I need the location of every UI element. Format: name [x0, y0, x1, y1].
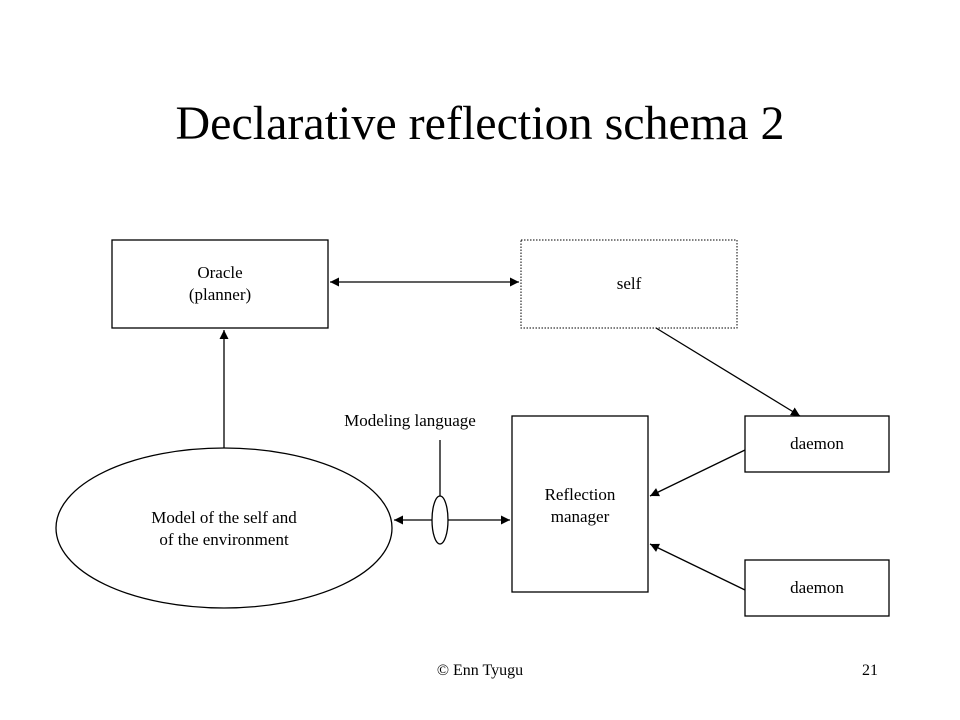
- modeling-language-connector: [431, 495, 449, 545]
- reflection-manager-line1: Reflection: [544, 485, 616, 504]
- oracle-label: Oracle (planner): [112, 262, 328, 306]
- oracle-label-line2: (planner): [188, 285, 252, 304]
- daemon-top-label: daemon: [790, 434, 844, 453]
- self-box: [520, 239, 738, 329]
- daemon-bottom-box: [744, 559, 890, 617]
- modeling-language-label: Modeling language: [344, 411, 476, 430]
- daemon-top-box: [744, 415, 890, 473]
- model-label-line2: of the environment: [159, 530, 289, 549]
- slide-title: Declarative reflection schema 2: [175, 97, 785, 150]
- oracle-box: [111, 239, 329, 329]
- footer-copyright: © Enn Tyugu: [436, 662, 524, 679]
- reflection-manager-line2: manager: [550, 507, 610, 526]
- daemon-bottom-label: daemon: [790, 578, 844, 597]
- model-label: Model of the self and of the environment: [84, 507, 364, 551]
- reflection-manager-label: Reflection manager: [512, 484, 648, 528]
- daemon-top-to-manager-arrow: [649, 449, 746, 497]
- model-label-line1: Model of the self and: [151, 508, 297, 527]
- daemon-bottom-to-manager-arrow: [649, 543, 746, 591]
- oracle-label-line1: Oracle: [197, 263, 243, 282]
- self-label: self: [616, 274, 642, 293]
- page-number: 21: [862, 662, 878, 679]
- self-to-daemon-arrow: [655, 327, 801, 417]
- reflection-manager-box: [511, 415, 649, 593]
